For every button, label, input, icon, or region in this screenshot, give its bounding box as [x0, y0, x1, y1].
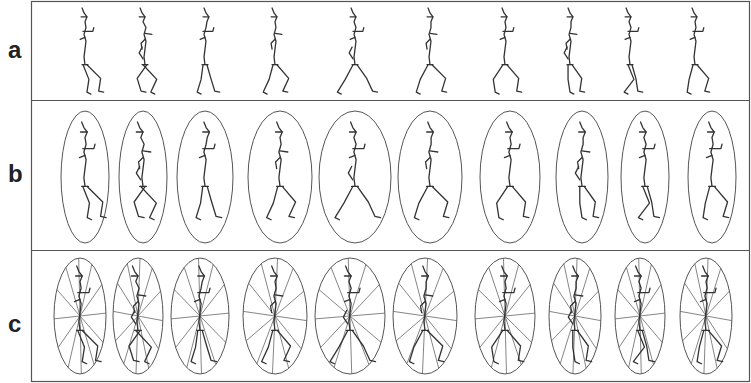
skeleton-figure [638, 122, 659, 220]
skeleton-figure [330, 266, 376, 364]
panel-frame [31, 2, 750, 382]
skeleton-figure [703, 122, 729, 220]
skeleton-figure [416, 8, 446, 94]
skeleton-figure [267, 122, 296, 220]
bounding-ellipse [54, 258, 106, 374]
sector-line [422, 258, 427, 374]
sector-line [68, 264, 92, 367]
bounding-ellipse [243, 258, 307, 374]
panel-label: a [8, 38, 21, 62]
skeleton-figure [263, 8, 288, 94]
bounding-ellipse [556, 111, 608, 243]
skeleton-figure [409, 266, 443, 364]
sector-line [261, 264, 288, 369]
skeleton-row [80, 8, 710, 94]
bounding-ellipse [621, 111, 669, 243]
skeleton-figure [335, 122, 381, 220]
skeleton-figure [492, 266, 524, 364]
bounding-ellipse [480, 111, 540, 243]
bounding-ellipse [119, 111, 167, 243]
skeleton-figure [493, 8, 521, 94]
sector-line [334, 264, 366, 367]
skeleton-figure [74, 266, 101, 364]
sector-line [127, 264, 148, 369]
skeleton-figure [129, 266, 151, 364]
skeleton-figure [197, 8, 219, 94]
bounding-ellipse [248, 111, 312, 243]
bounding-ellipse [475, 258, 535, 374]
bounding-ellipse [113, 258, 163, 374]
bounding-ellipse [688, 111, 736, 243]
skeleton-figure [337, 8, 377, 94]
skeleton-figure [697, 266, 723, 364]
bounding-ellipse [315, 258, 385, 374]
skeleton-figure [134, 122, 156, 220]
sector-line [491, 264, 518, 367]
panel-label: b [8, 162, 23, 186]
bounding-ellipse [680, 258, 732, 374]
sector-line [187, 264, 213, 367]
skeleton-figure [633, 266, 654, 364]
bounding-ellipse [61, 111, 109, 243]
bounding-ellipse [177, 111, 233, 243]
sector-line [411, 264, 438, 369]
bounding-ellipse [393, 258, 457, 374]
skeleton-figure [80, 8, 103, 94]
ellipse-row [61, 111, 736, 243]
bounding-ellipse [171, 258, 229, 374]
skeleton-figure [262, 266, 291, 364]
bounding-ellipse [319, 111, 391, 243]
bounding-ellipse [398, 111, 462, 243]
panel-label: c [8, 312, 21, 336]
skeleton-figure [624, 8, 643, 94]
skeleton-figure [79, 122, 106, 220]
skeleton-figure [497, 122, 529, 220]
skeleton-figure [575, 122, 598, 220]
skeleton-figure [196, 122, 222, 220]
skeleton-figure [568, 266, 591, 364]
sector-line [564, 264, 586, 369]
skeleton-figure [414, 122, 448, 220]
sector-line [695, 264, 717, 369]
sector-row [54, 258, 732, 374]
skeleton-figure [687, 8, 709, 94]
skeleton-figure [564, 8, 585, 94]
bounding-ellipse [615, 258, 665, 374]
skeleton-figure [191, 266, 217, 364]
bounding-ellipse [549, 258, 601, 374]
skeleton-figure [137, 8, 157, 94]
